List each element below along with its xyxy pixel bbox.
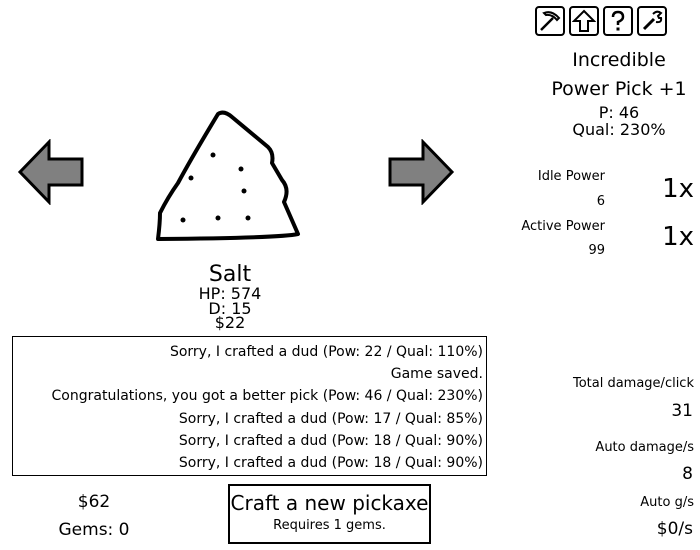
craft-pickaxe-button[interactable]: Craft a new pickaxe Requires 1 gems.: [228, 484, 431, 544]
toolbar: [535, 6, 667, 36]
log-entry: Sorry, I crafted a dud (Pow: 17 / Qual: …: [178, 410, 483, 427]
auto-gold-value: $0/s: [656, 519, 693, 539]
pick-quality: Qual: 230%: [572, 120, 666, 139]
log-entry: Congratulations, you got a better pick (…: [51, 388, 483, 405]
active-power-value: 99: [588, 243, 605, 258]
gems-display: Gems: 0: [58, 520, 130, 540]
auto-damage-label: Auto damage/s: [595, 440, 694, 455]
upgrade-button[interactable]: [569, 6, 599, 36]
previous-rock-arrow[interactable]: [17, 139, 85, 205]
help-button[interactable]: [603, 6, 633, 36]
active-power-multiplier: 1x: [662, 222, 694, 252]
pickaxe-button[interactable]: [535, 6, 565, 36]
craft-button-requirement: Requires 1 gems.: [273, 518, 386, 533]
rock-defense: D: 15: [208, 299, 252, 318]
money-display: $62: [77, 492, 111, 512]
pick-name-line2: Power Pick +1: [551, 78, 687, 100]
settings-button[interactable]: [637, 6, 667, 36]
idle-power-value: 6: [596, 194, 605, 209]
idle-power-multiplier: 1x: [662, 174, 694, 204]
auto-damage-value: 8: [682, 464, 693, 484]
rock-value: $22: [214, 313, 246, 332]
total-damage-label: Total damage/click: [572, 376, 694, 391]
help-icon: [611, 10, 625, 31]
craft-button-title: Craft a new pickaxe: [230, 491, 429, 515]
rock-hp: HP: 574: [198, 284, 262, 303]
next-rock-arrow[interactable]: [387, 139, 455, 205]
wrench-icon: [642, 10, 663, 31]
idle-power-label: Idle Power: [537, 169, 605, 184]
pickaxe-icon: [540, 11, 561, 31]
log-entry: Sorry, I crafted a dud (Pow: 18 / Qual: …: [178, 455, 483, 472]
log-entry: Game saved.: [390, 366, 483, 383]
total-damage-value: 31: [671, 401, 693, 421]
rock-name: Salt: [208, 262, 252, 287]
log-entry: Sorry, I crafted a dud (Pow: 18 / Qual: …: [178, 432, 483, 449]
message-log[interactable]: Sorry, I crafted a dud (Pow: 22 / Qual: …: [12, 336, 487, 476]
upgrade-arrow-icon: [572, 9, 596, 32]
pick-power: P: 46: [598, 103, 640, 122]
auto-gold-label: Auto g/s: [640, 495, 694, 510]
pick-name-line1: Incredible: [572, 49, 666, 71]
rock-image[interactable]: [150, 105, 305, 245]
active-power-label: Active Power: [521, 219, 605, 234]
log-entry: Sorry, I crafted a dud (Pow: 22 / Qual: …: [169, 344, 483, 360]
